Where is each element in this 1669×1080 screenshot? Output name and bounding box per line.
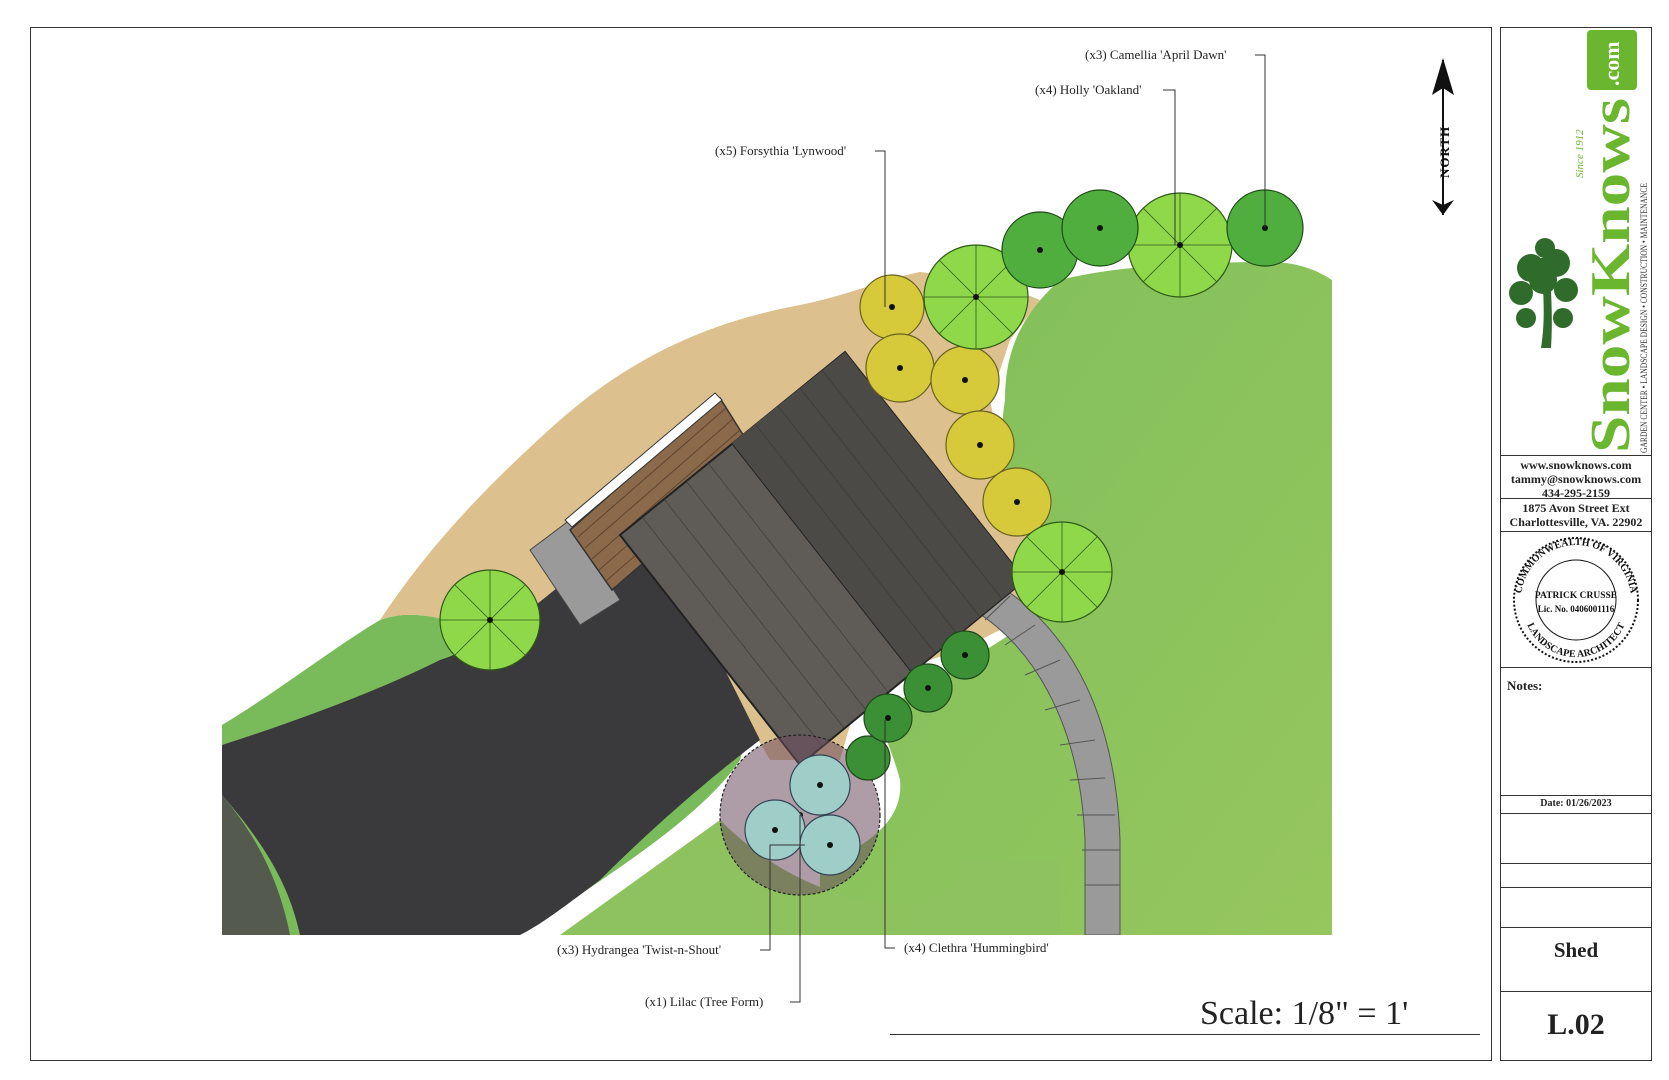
lawn-south — [560, 820, 1060, 935]
sheet-number: L.02 — [1547, 1008, 1605, 1041]
date-text: Date: 01/26/2023 — [1540, 798, 1612, 809]
address-section: 1875 Avon Street Ext Charlottesville, VA… — [1501, 499, 1651, 532]
sheet-number-section: L.02 — [1501, 992, 1651, 1060]
forsythia-plants — [859, 274, 1052, 537]
date-section: Date: 01/26/2023 — [1501, 796, 1651, 814]
paver-walkway — [964, 579, 1121, 935]
north-arrow: NORTH — [1432, 58, 1454, 215]
license-seal: COMMONWEALTH OF VIRGINIA LANDSCAPE ARCHI… — [1513, 537, 1639, 663]
label-clethra: (x4) Clethra 'Hummingbird' — [904, 940, 1049, 955]
scale-text: Scale: 1/8" = 1' — [1200, 995, 1409, 1032]
seal-name: PATRICK CRUSSE — [1535, 591, 1617, 601]
address-line2: Charlottesville, VA. 22902 — [1509, 515, 1643, 529]
logo-since: Since 1912 — [1574, 129, 1586, 178]
sheet-title-section: Shed — [1501, 928, 1651, 992]
driveway-edge-dark — [222, 795, 290, 935]
website: www.snowknows.com — [1520, 458, 1632, 472]
driveway — [222, 540, 760, 935]
contact-section: www.snowknows.com tammy@snowknows.com 43… — [1501, 456, 1651, 500]
phone: 434-295-2159 — [1542, 486, 1610, 500]
shed-pad — [529, 519, 621, 626]
blank-row-1 — [1501, 814, 1651, 864]
label-holly: (x4) Holly 'Oakland' — [1035, 82, 1142, 97]
drawing-frame — [30, 27, 1492, 1061]
holly-centers — [487, 242, 1183, 623]
label-lilac: (x1) Lilac (Tree Form) — [645, 994, 764, 1009]
label-camellia: (x3) Camellia 'April Dawn' — [1085, 47, 1227, 62]
logo-name: SnowKnows — [1580, 98, 1642, 453]
scale-underline — [890, 1034, 1480, 1035]
address-line1: 1875 Avon Street Ext — [1522, 501, 1630, 515]
blank-row-3 — [1501, 888, 1651, 928]
logo-domain: .com — [1599, 41, 1624, 86]
seal-section: COMMONWEALTH OF VIRGINIA LANDSCAPE ARCHI… — [1501, 532, 1651, 668]
blank-row-2 — [1501, 864, 1651, 888]
svg-text:COMMONWEALTH OF VIRGINIA: COMMONWEALTH OF VIRGINIA — [1513, 537, 1638, 595]
seal-top-text: COMMONWEALTH OF VIRGINIA — [1513, 537, 1638, 595]
hydrangea-plants — [744, 754, 861, 876]
seal-license: Lic. No. 0406001116 — [1538, 604, 1615, 614]
forsythia-centers — [889, 304, 1020, 505]
paver-joints — [984, 595, 1120, 886]
north-label: NORTH — [1437, 126, 1452, 178]
notes-section: Notes: — [1501, 668, 1651, 796]
sheet-title: Shed — [1553, 938, 1599, 962]
tree-icon — [1509, 238, 1578, 348]
notes-label: Notes: — [1507, 678, 1543, 693]
company-logo: .com SnowKnows Since 1912 GARDEN CENTER … — [1509, 30, 1650, 453]
email: tammy@snowknows.com — [1510, 472, 1642, 486]
clethra-plants — [845, 630, 990, 781]
label-hydrangea: (x3) Hydrangea 'Twist-n-Shout' — [557, 942, 722, 957]
logo-section: .com SnowKnows Since 1912 GARDEN CENTER … — [1501, 28, 1651, 456]
title-block: .com SnowKnows Since 1912 GARDEN CENTER … — [1500, 27, 1652, 1061]
leader-lines — [760, 54, 1266, 1003]
shed-roof — [618, 350, 1027, 767]
logo-tagline: GARDEN CENTER • LANDSCAPE DESIGN • CONST… — [1640, 183, 1650, 453]
label-forsythia: (x5) Forsythia 'Lynwood' — [715, 143, 847, 158]
